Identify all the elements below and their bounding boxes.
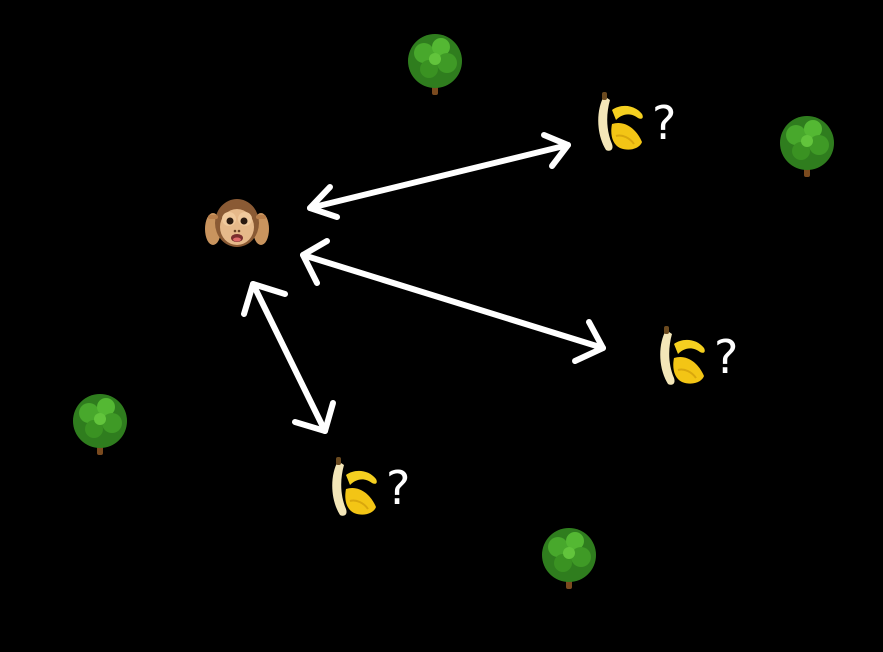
question-mark: ? [386,461,411,515]
see-no-evil-monkey-icon [205,199,269,247]
arrow-monkey-banana-1 [307,132,571,220]
banana-icon [598,92,643,151]
banana-icon [332,457,377,516]
tree-icon [542,528,596,589]
question-mark: ? [652,96,677,150]
arrow-monkey-banana-3 [241,281,336,434]
question-mark: ? [714,330,739,384]
banana-icon [660,326,705,385]
tree-icon [780,116,834,177]
tree-icon [408,34,462,95]
tree-icon [73,394,127,455]
arrow-monkey-banana-2 [300,238,606,364]
